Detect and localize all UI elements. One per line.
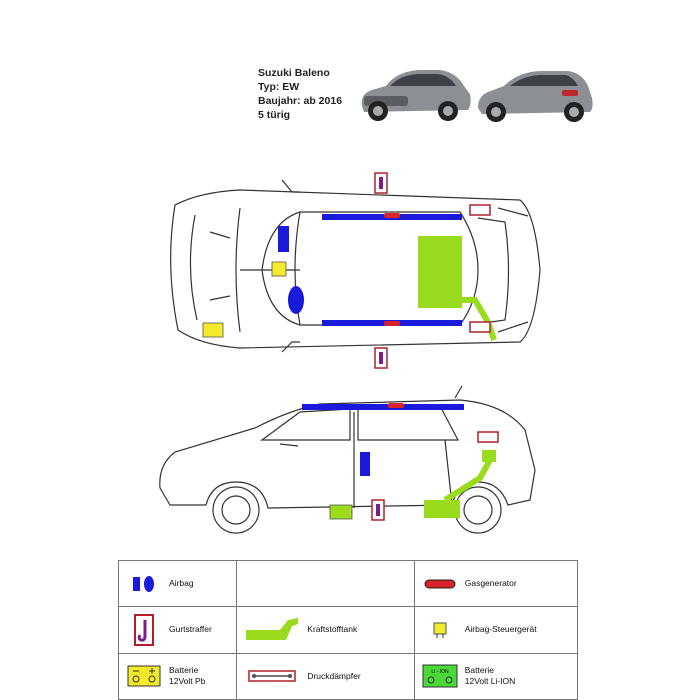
- vehicle-info: Suzuki Baleno Typ: EW Baujahr: ab 2016 5…: [258, 66, 342, 122]
- vehicle-doors: 5 türig: [258, 109, 291, 121]
- legend-battery-pb-label: Batterie 12Volt Pb: [169, 665, 205, 687]
- legend-airbag-label: Airbag: [169, 578, 194, 589]
- battery-li-icon: Li - ION: [415, 664, 465, 688]
- legend-control-unit-label: Airbag-Steuergerät: [464, 624, 537, 635]
- car-side-view: [159, 385, 536, 534]
- legend-fuel-tank: Kraftstofftank: [236, 606, 415, 654]
- fuel-tank-side: [424, 500, 460, 518]
- fuel-filler-line-side: [443, 458, 493, 503]
- vehicle-year: Baujahr: ab 2016: [258, 95, 343, 107]
- legend-belt-tensioner: Gurtstraffer: [117, 606, 238, 654]
- car-photo-front: [361, 70, 471, 121]
- legend-pressure-damper: Druckdämpfer: [236, 652, 415, 700]
- fuel-filler-line-top: [455, 297, 497, 341]
- gas-generator-icon: [415, 578, 465, 590]
- airbag-icon: [119, 575, 169, 593]
- legend-gas-generator: Gasgenerator: [413, 559, 579, 608]
- legend-table: Airbag Gasgenerator Gurtstraffer: [117, 559, 579, 700]
- car-top-view: [170, 179, 541, 353]
- battery-pb-side: [329, 504, 353, 520]
- airbag-control-unit-top: [271, 261, 287, 277]
- legend-battery-li: Li - ION Batterie 12Volt Li-ION: [413, 652, 579, 700]
- battery-pb-label-line1: Batterie: [169, 665, 199, 676]
- belt-tensioner-icon: [119, 613, 169, 646]
- vehicle-model: Suzuki Baleno: [258, 67, 330, 79]
- fuel-tank-icon: [237, 616, 307, 644]
- legend-gas-generator-label: Gasgenerator: [464, 578, 517, 589]
- car-photo-rear: [478, 71, 593, 122]
- battery-pb-top: [202, 322, 224, 338]
- belt-tensioner-top-lower: [374, 347, 388, 369]
- pressure-damper-icon: [237, 670, 307, 683]
- gas-generator-top-rear-upper: [469, 204, 491, 216]
- legend-control-unit: Airbag-Steuergerät: [413, 606, 579, 654]
- legend-pressure-damper-label: Druckdämpfer: [307, 670, 361, 681]
- gas-generator-side: [388, 403, 404, 408]
- vehicle-type: Typ: EW: [258, 81, 300, 93]
- legend-battery-li-label: Batterie 12Volt Li-ION: [465, 665, 516, 687]
- legend-battery-pb: Batterie 12Volt Pb: [117, 652, 238, 700]
- li-badge-text: Li - ION: [431, 669, 449, 675]
- gas-generator-top-rear-lower: [469, 321, 491, 333]
- battery-li-label-line2: 12Volt Li-ION: [464, 676, 516, 687]
- curtain-airbag-side: [302, 404, 464, 410]
- belt-tensioner-top-upper: [374, 172, 388, 194]
- rescue-diagram: [159, 172, 541, 534]
- fuel-filler-cap-side: [482, 450, 496, 462]
- gas-generator-top-lower: [384, 321, 400, 326]
- gas-generator-side-rear: [477, 431, 499, 443]
- driver-airbag-top: [278, 226, 289, 252]
- control-unit-icon: [415, 621, 465, 639]
- fuel-tank-top: [418, 236, 462, 308]
- battery-li-label-line1: Batterie: [464, 665, 495, 676]
- gas-generator-top-upper: [384, 213, 400, 218]
- side-airbag-seat: [360, 452, 370, 476]
- legend-empty-cell: [236, 559, 415, 608]
- legend-airbag: Airbag: [117, 559, 238, 608]
- battery-pb-label-line2: 12Volt Pb: [169, 676, 206, 687]
- legend-fuel-tank-label: Kraftstofftank: [307, 624, 358, 635]
- belt-tensioner-side-b-pillar: [371, 499, 385, 521]
- battery-pb-icon: [119, 665, 169, 687]
- passenger-airbag-top: [288, 286, 304, 314]
- legend-belt-tensioner-label: Gurtstraffer: [169, 624, 212, 635]
